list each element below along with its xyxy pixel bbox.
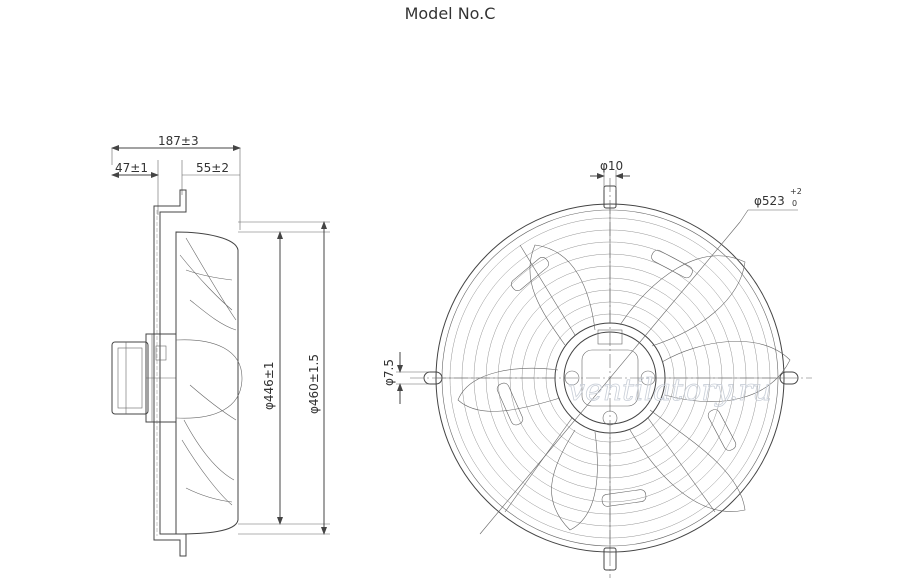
dim-outer-diameter: φ460±1.5 (307, 354, 321, 414)
dim-lug-diameter: φ7.5 (382, 359, 396, 386)
watermark-text: ventilatory.ru (568, 373, 772, 408)
dim-outer-ring-tol-lower: 0 (792, 199, 797, 208)
dim-outer-ring-diameter: φ523 (754, 194, 785, 208)
front-view: φ10 φ523 +2 0 φ7.5 (382, 159, 812, 578)
dim-overall-depth: 187±3 (158, 134, 199, 148)
dim-bolt-diameter: φ10 (600, 159, 623, 173)
dim-flange-offset: 47±1 (115, 161, 148, 175)
dim-outer-ring-tol-upper: +2 (790, 187, 802, 196)
side-view: 187±3 47±1 55±2 (111, 134, 330, 557)
dim-inner-diameter: φ446±1 (262, 361, 276, 410)
dim-blade-depth: 55±2 (196, 161, 229, 175)
page-title: Model No.C (404, 4, 496, 23)
